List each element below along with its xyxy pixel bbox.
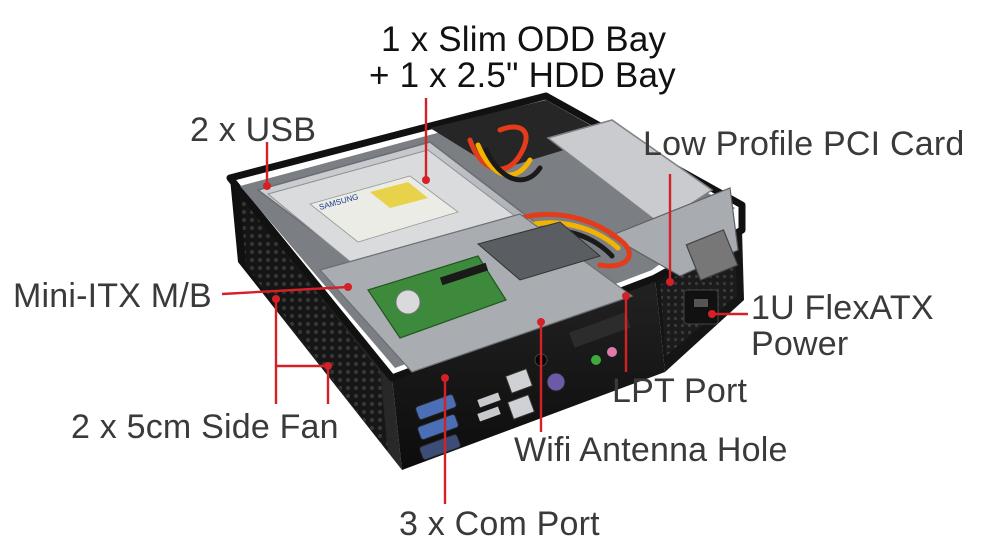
pcb-board [367, 255, 507, 339]
label-odd-bay-line2: + 1 x 2.5" HDD Bay [369, 56, 676, 95]
label-wifi-hole: Wifi Antenna Hole [514, 431, 788, 469]
audio-jack-pink [607, 347, 617, 357]
ram-slot [439, 262, 489, 286]
callout-lines [221, 98, 748, 504]
callout-mini-itx [221, 285, 349, 296]
ps2-port [546, 372, 566, 392]
callout-dot-odd [422, 176, 430, 184]
label-power-line1: 1U FlexATX [751, 289, 934, 327]
lan-port-1 [504, 368, 534, 394]
usb-port-rear-2 [477, 406, 501, 422]
label-odd-bay-line1: 1 x Slim ODD Bay [381, 20, 667, 59]
lan-port-2 [506, 394, 536, 420]
callout-dot-lpt [622, 292, 630, 300]
label-usb: 2 x USB [190, 111, 317, 149]
label-side-fan: 2 x 5cm Side Fan [71, 408, 339, 446]
callout-dot-usb [263, 182, 271, 190]
callout-dot-fan-1 [272, 295, 280, 303]
cmos-battery [395, 289, 421, 315]
callout-dot-com [441, 374, 449, 382]
com-port-2 [417, 413, 459, 441]
usb-port-rear-1 [477, 392, 501, 408]
callout-dot-wifi [537, 318, 545, 326]
callout-dot-power [708, 310, 716, 318]
psu-socket-pins [694, 299, 708, 307]
heatsink [476, 221, 602, 281]
label-power-line2: Power [751, 325, 849, 363]
drive-sticker-yellow [370, 182, 428, 208]
callout-dots [263, 176, 716, 382]
top-rim [226, 92, 746, 382]
left-side-vents [240, 196, 388, 452]
label-lpt-port: LPT Port [612, 372, 748, 410]
label-com-port: 3 x Com Port [399, 505, 600, 543]
label-pci-card: Low Profile PCI Card [643, 125, 965, 163]
motherboard [318, 213, 634, 373]
label-mini-itx: Mini-ITX M/B [13, 277, 212, 315]
callout-dot-itx [344, 283, 352, 291]
callout-dot-pci [666, 278, 674, 286]
audio-jack-green [591, 355, 601, 365]
psu-fan-grill [685, 229, 739, 281]
com-port-3 [419, 433, 461, 461]
callout-dot-fan-2 [324, 362, 332, 370]
callout-side-fan [274, 299, 330, 404]
rear-panel-slot [569, 312, 631, 348]
